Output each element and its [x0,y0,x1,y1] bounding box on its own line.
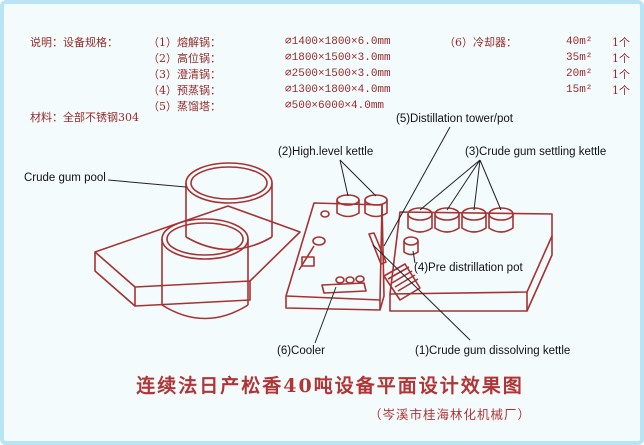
cooler-spec-label: （6）冷却器： [444,36,517,49]
center-platform [285,202,385,311]
diagram-subtitle: （岑溪市桂海林化机械厂） [368,407,531,422]
cooler-area-4: 15m² [566,84,593,96]
label-pre-distillation-pot: (4)Pre distrillation pot [414,262,523,274]
cooler-coil [383,263,421,301]
cooler-qty-3: 1个 [612,68,630,81]
spec-name-3: （3）澄清锅： [148,68,221,81]
platform-details [298,210,367,294]
label-cooler: (6)Cooler [277,345,325,357]
material-note: 材料：全部不锈钢304 [30,111,139,124]
label-crude-gum-pool: Crude gum pool [24,172,106,184]
cooler-area-1: 40m² [566,36,593,48]
cooler-qty-2: 1个 [612,52,630,65]
cooler-area-2: 35m² [566,52,593,64]
cooler-qty-4: 1个 [612,84,630,97]
diagram-title: 连续法日产松香40吨设备平面设计效果图 [136,375,524,397]
pre-distillation-pot [403,236,419,256]
spec-dims-3: ∅2500×1500×3.0mm [285,68,391,80]
crude-gum-pool-2 [161,218,249,320]
left-slab [94,205,301,307]
spec-name-4: （4）预蒸锅： [148,84,221,97]
spec-dims-1: ∅1400×1800×6.0mm [285,36,391,48]
spec-name-1: （1）熔解锅： [148,36,221,49]
spec-dims-2: ∅1800×1500×3.0mm [285,52,391,64]
label-distillation-tower: (5)Distillation tower/pot [396,113,513,125]
cooler-area-3: 20m² [566,68,593,80]
settling-kettles [407,207,514,233]
spec-name-5: （5）蒸馏塔： [148,100,221,113]
spec-dims-4: ∅1300×1800×4.0mm [285,84,391,96]
spec-name-2: （2）高位锅： [148,52,221,65]
right-slab [389,211,553,312]
spec-title: 说明：设备规格： [30,36,118,49]
label-high-level-kettle: (2)High.level kettle [278,146,374,158]
cooler-qty-1: 1个 [612,36,630,49]
label-dissolving-kettle: (1)Crude gum dissolving kettle [415,345,571,357]
distillation-tower [368,232,387,265]
spec-dims-5: ∅500×6000×4.0mm [285,100,385,112]
crude-gum-pool-1 [185,162,273,251]
label-settling-kettle: (3)Crude gum settling kettle [465,146,607,158]
high-level-kettles [336,194,388,218]
